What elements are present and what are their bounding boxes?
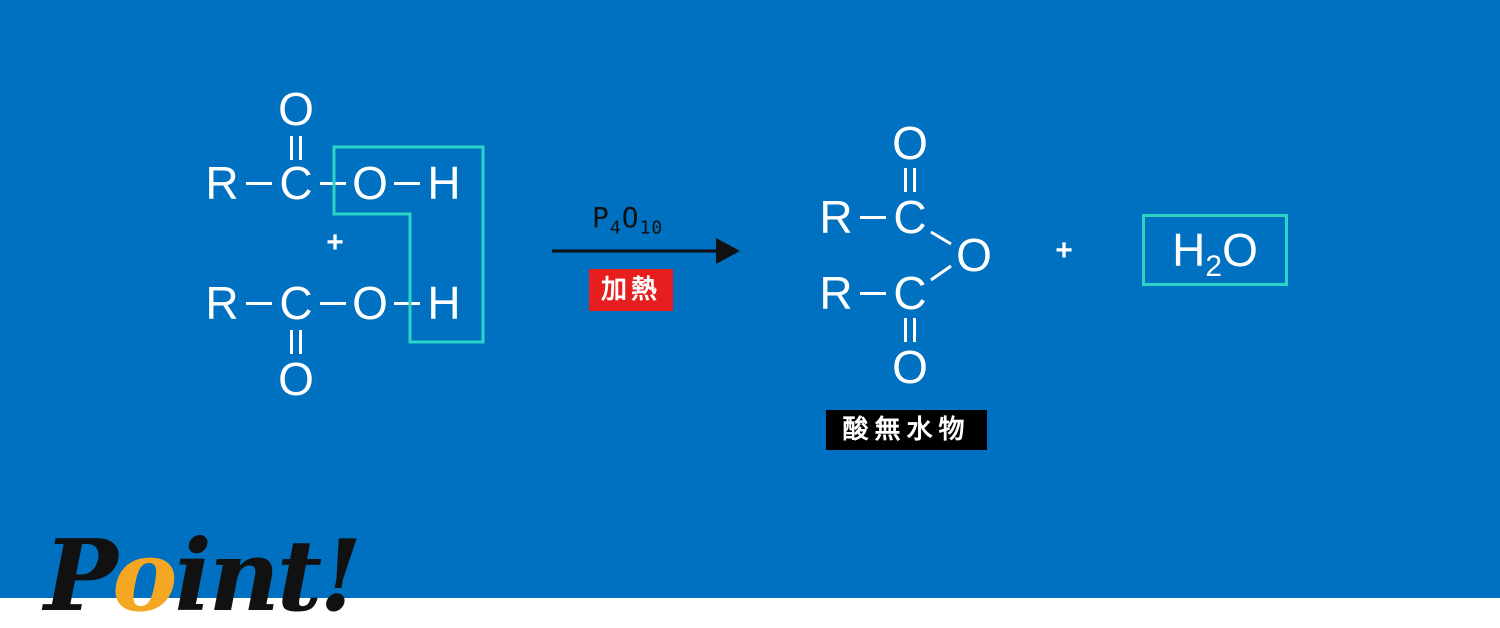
anhydride-top-bond-r-c bbox=[860, 216, 886, 219]
point-logo: Point! bbox=[44, 519, 362, 628]
anhydride-bottom-carbonyl-oxygen: O bbox=[892, 341, 928, 393]
product-name-badge: 酸無水物 bbox=[826, 410, 987, 450]
bottom-acid-bond-r-c bbox=[246, 302, 272, 305]
anhydride-top-carbon: C bbox=[893, 191, 927, 243]
bottom-acid-carbon: C bbox=[279, 277, 313, 329]
anhydride-bridging-oxygen: O bbox=[956, 229, 992, 281]
top-acid-carbonyl-oxygen: O bbox=[278, 83, 314, 135]
anhydride-top-double-bond-a bbox=[904, 168, 907, 192]
bottom-acid-r-group: R bbox=[205, 277, 239, 329]
bottom-acid-carbonyl-oxygen: O bbox=[278, 353, 314, 405]
water-byproduct-box: H2O bbox=[1142, 214, 1288, 286]
top-acid-bond-r-c bbox=[246, 182, 272, 185]
blue-panel bbox=[0, 0, 1500, 598]
anhydride-top-r-group: R bbox=[819, 191, 853, 243]
product-plus-sign: + bbox=[1055, 234, 1073, 267]
top-acid-double-bond-a bbox=[290, 136, 293, 160]
top-acid-hydrogen: H bbox=[427, 157, 461, 209]
top-acid-bond-o-h bbox=[394, 182, 420, 185]
anhydride-top-carbonyl-oxygen: O bbox=[892, 117, 928, 169]
bottom-acid-bond-c-o bbox=[320, 302, 346, 305]
anhydride-bottom-double-bond-b bbox=[913, 318, 916, 342]
anhydride-bottom-r-group: R bbox=[819, 267, 853, 319]
top-acid-r-group: R bbox=[205, 157, 239, 209]
anhydride-top-double-bond-b bbox=[913, 168, 916, 192]
bottom-acid-double-bond-a bbox=[290, 330, 293, 354]
top-acid-carbon: C bbox=[279, 157, 313, 209]
oh-h-outline bbox=[332, 145, 485, 344]
reactant-plus-sign: + bbox=[326, 226, 344, 259]
bottom-acid-hydrogen: H bbox=[427, 277, 461, 329]
top-acid-double-bond-b bbox=[299, 136, 302, 160]
anhydride-bottom-bond-r-c bbox=[860, 292, 886, 295]
heat-condition-badge: 加熱 bbox=[589, 269, 673, 311]
reagent-formula: P4O10 bbox=[592, 201, 664, 239]
anhydride-bottom-carbon: C bbox=[893, 267, 927, 319]
reaction-arrow-head bbox=[716, 238, 740, 264]
anhydride-bottom-double-bond-a bbox=[904, 318, 907, 342]
anhydride-bottom-bond-c-o bbox=[930, 264, 952, 282]
anhydride-top-bond-c-o bbox=[930, 230, 952, 246]
top-acid-hydroxyl-oxygen: O bbox=[352, 157, 388, 209]
bottom-acid-bond-o-h bbox=[394, 302, 420, 305]
bottom-acid-double-bond-b bbox=[299, 330, 302, 354]
bottom-acid-hydroxyl-oxygen: O bbox=[352, 277, 388, 329]
